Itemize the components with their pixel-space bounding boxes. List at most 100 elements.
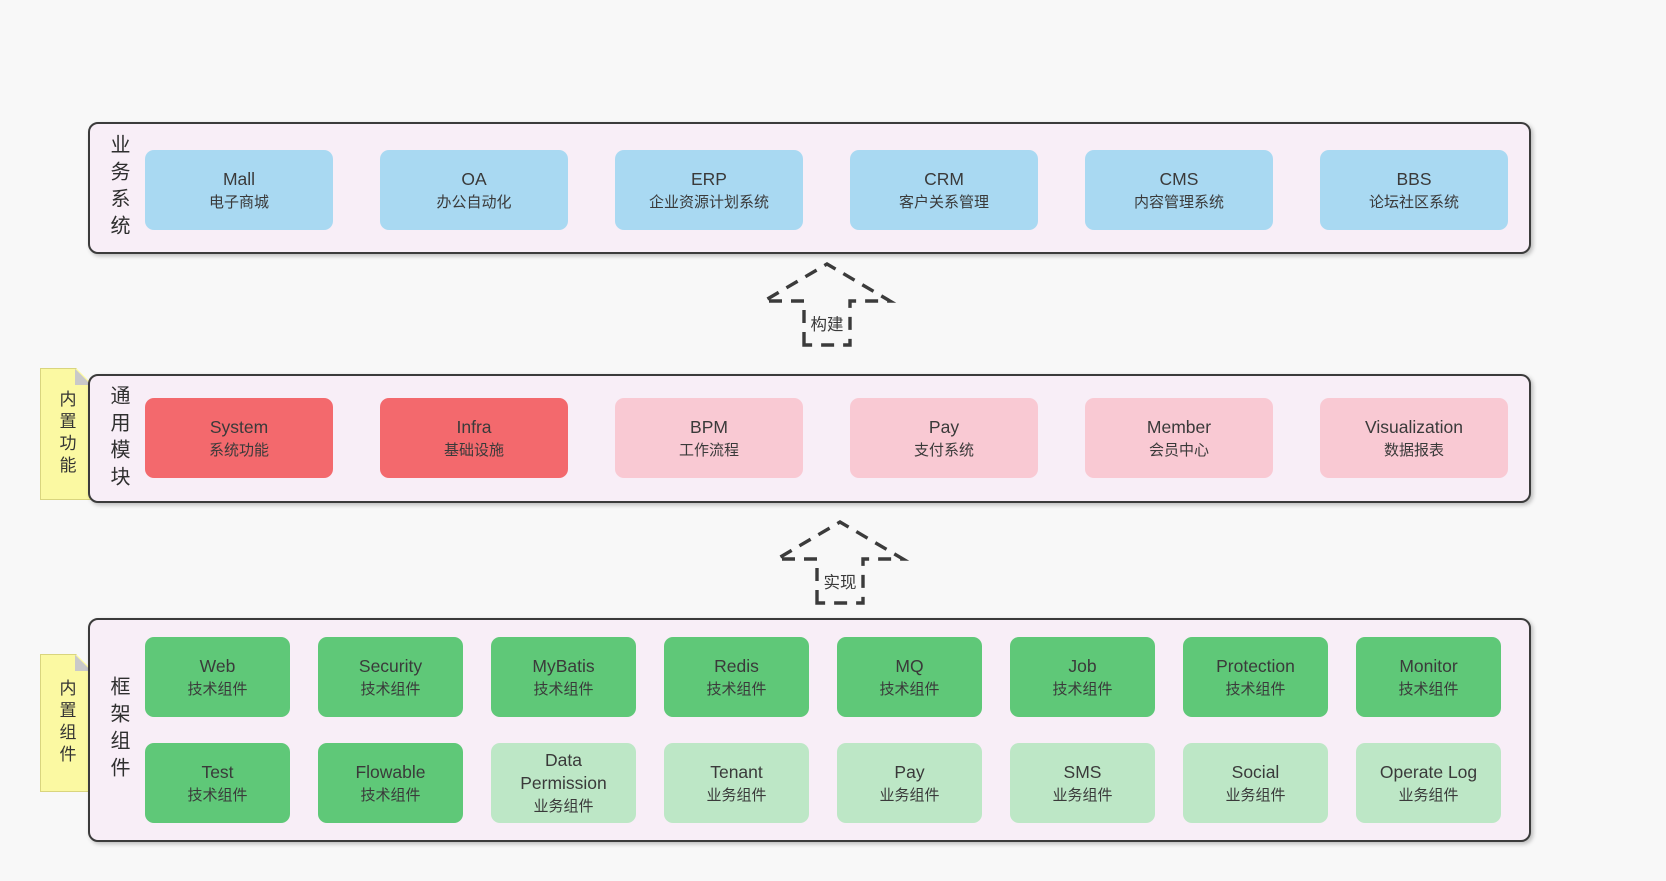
box-name: Test: [201, 761, 234, 782]
component-box-data-permission: Data Permission 业务组件: [491, 743, 636, 823]
module-box-system: System 系统功能: [145, 398, 333, 478]
box-desc: 技术组件: [1398, 680, 1459, 698]
component-box-protection: Protection 技术组件: [1183, 637, 1328, 717]
box-name: Social: [1231, 761, 1280, 782]
implement-arrow-label: 实现: [819, 568, 861, 594]
box-desc: 内容管理系统: [1133, 193, 1224, 211]
box-name: BPM: [690, 416, 728, 437]
framework-components-label: 框架组件: [107, 676, 129, 784]
box-desc: 业务组件: [1398, 786, 1459, 804]
box-name: Visualization: [1365, 416, 1463, 437]
box-name: Pay: [894, 761, 925, 782]
framework-components-band: 框架组件 Web 技术组件 Security 技术组件 MyBatis 技术组件…: [88, 618, 1531, 842]
box-desc: 支付系统: [913, 441, 974, 459]
box-name: CMS: [1159, 168, 1199, 189]
box-desc: 系统功能: [208, 441, 269, 459]
business-systems-label: 业务系统: [107, 134, 129, 242]
box-name: MQ: [895, 655, 924, 676]
box-name: BBS: [1396, 168, 1432, 189]
box-name: Security: [358, 655, 423, 676]
common-modules-label: 通用模块: [107, 384, 129, 493]
box-name: Operate Log: [1379, 761, 1478, 782]
component-box-mq: MQ 技术组件: [837, 637, 982, 717]
common-modules-band: 通用模块 System 系统功能 Infra 基础设施 BPM 工作流程 Pay…: [88, 374, 1531, 503]
box-name: OA: [461, 168, 487, 189]
box-desc: 业务组件: [879, 786, 940, 804]
box-desc: 论坛社区系统: [1368, 193, 1459, 211]
component-box-mybatis: MyBatis 技术组件: [491, 637, 636, 717]
box-desc: 技术组件: [706, 680, 767, 698]
box-name: ERP: [691, 168, 727, 189]
component-box-monitor: Monitor 技术组件: [1356, 637, 1501, 717]
module-box-infra: Infra 基础设施: [380, 398, 568, 478]
build-arrow-label: 构建: [806, 310, 848, 336]
box-desc: 客户关系管理: [898, 193, 989, 211]
box-desc: 技术组件: [360, 680, 421, 698]
box-name: Monitor: [1399, 655, 1458, 676]
built-in-components-note: 内置组件: [40, 654, 92, 792]
component-box-tenant: Tenant 业务组件: [664, 743, 809, 823]
component-box-flowable: Flowable 技术组件: [318, 743, 463, 823]
box-name: Redis: [714, 655, 759, 676]
component-box-operate-log: Operate Log 业务组件: [1356, 743, 1501, 823]
system-box-bbs: BBS 论坛社区系统: [1320, 150, 1508, 230]
system-box-erp: ERP 企业资源计划系统: [615, 150, 803, 230]
box-desc: 办公自动化: [436, 193, 512, 211]
box-name: Tenant: [710, 761, 763, 782]
box-name: Web: [199, 655, 236, 676]
system-box-crm: CRM 客户关系管理: [850, 150, 1038, 230]
box-desc: 技术组件: [879, 680, 940, 698]
box-desc: 工作流程: [678, 441, 739, 459]
box-name: MyBatis: [532, 655, 595, 676]
up-arrow-dashed-icon: [757, 262, 897, 347]
box-name: Pay: [928, 416, 960, 437]
box-desc: 技术组件: [187, 786, 248, 804]
component-box-security: Security 技术组件: [318, 637, 463, 717]
component-box-social: Social 业务组件: [1183, 743, 1328, 823]
box-name: Member: [1146, 416, 1212, 437]
box-name: Data Permission: [520, 750, 607, 794]
business-systems-row: Mall 电子商城 OA 办公自动化 ERP 企业资源计划系统 CRM 客户关系…: [145, 150, 1508, 230]
note-text: 内置功能: [56, 390, 76, 478]
box-name: CRM: [924, 168, 964, 189]
module-box-pay: Pay 支付系统: [850, 398, 1038, 478]
common-modules-row: System 系统功能 Infra 基础设施 BPM 工作流程 Pay 支付系统…: [145, 398, 1508, 478]
component-box-sms: SMS 业务组件: [1010, 743, 1155, 823]
component-box-job: Job 技术组件: [1010, 637, 1155, 717]
box-name: SMS: [1063, 761, 1102, 782]
box-desc: 业务组件: [1052, 786, 1113, 804]
framework-components-row-1: Web 技术组件 Security 技术组件 MyBatis 技术组件 Redi…: [145, 637, 1501, 717]
system-box-cms: CMS 内容管理系统: [1085, 150, 1273, 230]
box-desc: 技术组件: [1225, 680, 1286, 698]
system-box-mall: Mall 电子商城: [145, 150, 333, 230]
business-systems-band: 业务系统 Mall 电子商城 OA 办公自动化 ERP 企业资源计划系统 CRM…: [88, 122, 1531, 254]
box-desc: 技术组件: [187, 680, 248, 698]
implement-arrow: 实现: [770, 517, 910, 605]
component-box-pay: Pay 业务组件: [837, 743, 982, 823]
box-name: Infra: [456, 416, 492, 437]
box-desc: 电子商城: [208, 193, 269, 211]
framework-components-row-2: Test 技术组件 Flowable 技术组件 Data Permission …: [145, 743, 1501, 823]
module-box-visualization: Visualization 数据报表: [1320, 398, 1508, 478]
box-desc: 会员中心: [1148, 441, 1209, 459]
component-box-test: Test 技术组件: [145, 743, 290, 823]
note-text: 内置组件: [56, 679, 76, 767]
built-in-features-note: 内置功能: [40, 368, 92, 500]
box-desc: 技术组件: [1052, 680, 1113, 698]
component-box-web: Web 技术组件: [145, 637, 290, 717]
box-name: Flowable: [355, 761, 426, 782]
build-arrow: 构建: [757, 259, 897, 347]
component-box-redis: Redis 技术组件: [664, 637, 809, 717]
box-desc: 数据报表: [1383, 441, 1444, 459]
box-desc: 业务组件: [533, 798, 594, 816]
box-name: System: [209, 416, 269, 437]
up-arrow-dashed-icon: [770, 520, 910, 605]
box-name: Mall: [222, 168, 256, 189]
box-desc: 企业资源计划系统: [648, 193, 769, 211]
box-name: Protection: [1216, 655, 1295, 676]
box-desc: 业务组件: [1225, 786, 1286, 804]
box-desc: 技术组件: [360, 786, 421, 804]
module-box-bpm: BPM 工作流程: [615, 398, 803, 478]
module-box-member: Member 会员中心: [1085, 398, 1273, 478]
